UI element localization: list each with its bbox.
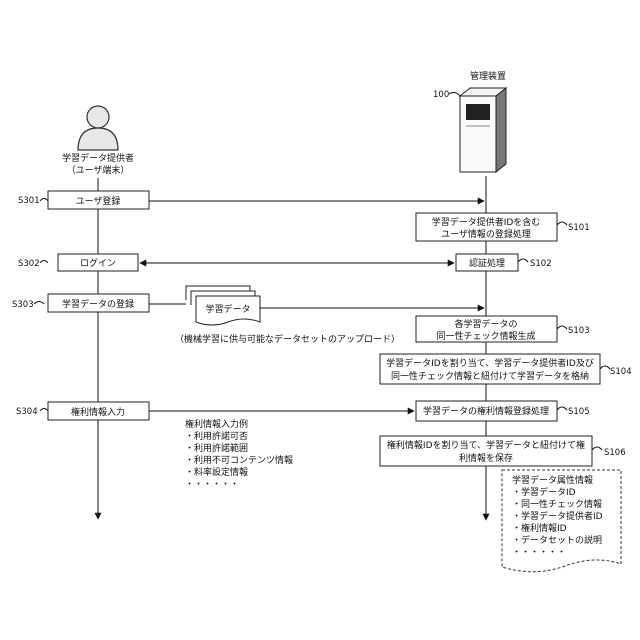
- user-actor-terminal: （ユーザ端末）: [67, 164, 130, 176]
- rights-example-item: ・利用許諾範囲: [185, 442, 248, 454]
- server-ref-number: 100: [433, 90, 449, 100]
- server-ref-leader: [449, 92, 460, 96]
- learning-data-document: 学習データ: [186, 286, 260, 325]
- server-actor: 管理装置 100: [433, 70, 506, 172]
- server-icon: [460, 88, 506, 172]
- step-code-s105: S105: [568, 407, 590, 417]
- step-code-s304: S304: [16, 407, 38, 417]
- learning-data-registration-box: 学習データの登録: [62, 298, 134, 310]
- step-code-s102: S102: [530, 259, 552, 269]
- step-leader-s304: [40, 409, 48, 412]
- step-leader-s101: [557, 222, 567, 225]
- step-leader-s106: [592, 447, 602, 450]
- step-code-s104: S104: [610, 367, 632, 377]
- step-leader-s302: [40, 261, 48, 264]
- store-learning-data-box-line2: 同一性チェック情報と紐付けて学習データを格納: [391, 370, 589, 382]
- learning-data-document-label: 学習データ: [205, 303, 250, 315]
- attributes-item: ・権利情報ID: [512, 522, 567, 534]
- attributes-item: ・学習データID: [512, 486, 576, 498]
- identity-check-box-line2: 同一性チェック情報生成: [436, 330, 535, 342]
- rights-example-item: ・利用許諾可否: [185, 430, 248, 442]
- rights-example-item: ・・・・・・: [185, 480, 239, 490]
- user-actor: 学習データ提供者 （ユーザ端末）: [62, 106, 134, 176]
- step-leader-s104: [600, 366, 610, 369]
- login-box: ログイン: [80, 257, 116, 269]
- rights-registration-box: 学習データの権利情報登録処理: [423, 405, 549, 417]
- server-actor-name: 管理装置: [470, 70, 506, 82]
- save-rights-box-line2: 利情報を保存: [459, 452, 513, 464]
- step-code-s106: S106: [604, 448, 626, 458]
- step-code-s303: S303: [12, 300, 34, 310]
- user-registration-box: ユーザ登録: [76, 195, 121, 207]
- identity-check-box-line1: 各学習データの: [454, 318, 517, 330]
- attributes-item: ・同一性チェック情報: [512, 498, 602, 510]
- rights-input-box: 権利情報入力: [71, 406, 125, 418]
- step-code-s301: S301: [18, 196, 40, 206]
- step-code-s302: S302: [18, 259, 40, 269]
- step-leader-s301: [40, 199, 48, 202]
- store-learning-data-box-line1: 学習データIDを割り当て、学習データ提供者ID及び: [386, 357, 594, 369]
- step-code-s101: S101: [568, 223, 590, 233]
- user-info-registration-box-line2: ユーザ情報の登録処理: [441, 228, 531, 240]
- step-leader-s103: [557, 326, 567, 329]
- person-icon: [78, 106, 118, 150]
- step-code-s103: S103: [568, 326, 590, 336]
- attributes-item: ・・・・・・: [512, 548, 566, 558]
- rights-input-example: 権利情報入力例 ・利用許諾可否 ・利用許諾範囲 ・利用不可コンテンツ情報 ・料率…: [185, 418, 293, 490]
- user-actor-name: 学習データ提供者: [62, 152, 134, 164]
- step-leader-s105: [557, 407, 567, 410]
- user-info-registration-box-line1: 学習データ提供者IDを含む: [432, 216, 541, 228]
- upload-caption: （機械学習に供与可能なデータセットのアップロード）: [175, 333, 400, 345]
- learning-data-attributes-document: 学習データ属性情報 ・学習データID ・同一性チェック情報 ・学習データ提供者I…: [502, 470, 621, 572]
- step-leader-s102: [518, 259, 528, 262]
- authentication-box: 認証処理: [469, 257, 505, 269]
- save-rights-box-line1: 権利情報IDを割り当て、学習データと紐付けて権: [387, 439, 585, 451]
- rights-example-item: ・料率設定情報: [185, 466, 248, 478]
- attributes-item: ・データセットの説明: [512, 534, 602, 546]
- rights-example-title: 権利情報入力例: [185, 418, 248, 430]
- rights-example-item: ・利用不可コンテンツ情報: [185, 454, 293, 466]
- attributes-item: ・学習データ提供者ID: [512, 510, 603, 522]
- step-leader-s303: [34, 302, 44, 305]
- attributes-title: 学習データ属性情報: [512, 474, 593, 486]
